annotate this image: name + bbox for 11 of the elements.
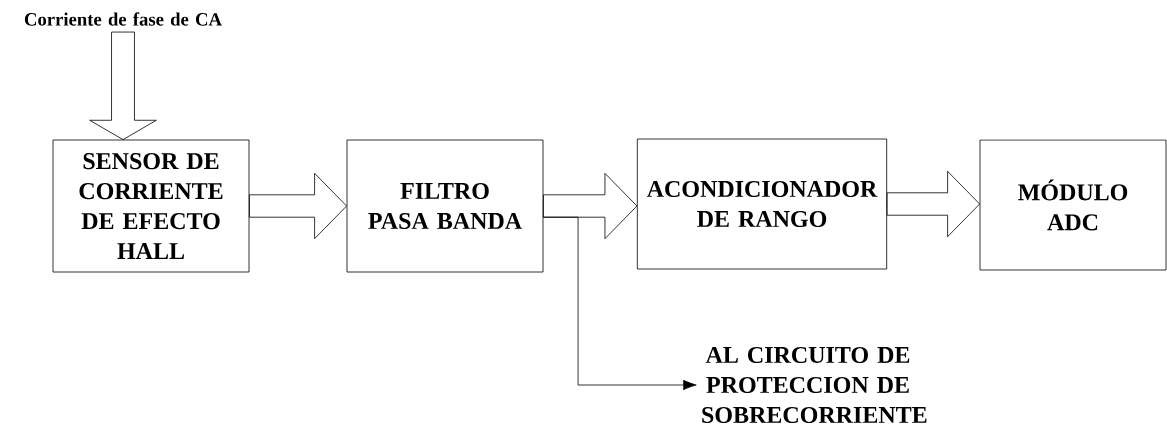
process-box: MÓDULO ADC (979, 139, 1167, 271)
block-arrow (886, 170, 980, 238)
arrow (543, 216, 697, 391)
process-box: FILTRO PASA BANDA (346, 139, 544, 273)
input-label: Corriente de fase de CA (24, 12, 222, 26)
block-arrow (543, 172, 638, 240)
output-label: AL CIRCUITO DE PROTECCION DE SOBRECORRIENTE (702, 346, 927, 424)
process-box: ACONDICIONADOR DE RANGO (636, 138, 888, 270)
process-box: SENSOR DE CORRIENTE DE EFECTO HALL (52, 139, 250, 273)
block-arrow (89, 31, 157, 140)
block-arrow (249, 172, 347, 240)
